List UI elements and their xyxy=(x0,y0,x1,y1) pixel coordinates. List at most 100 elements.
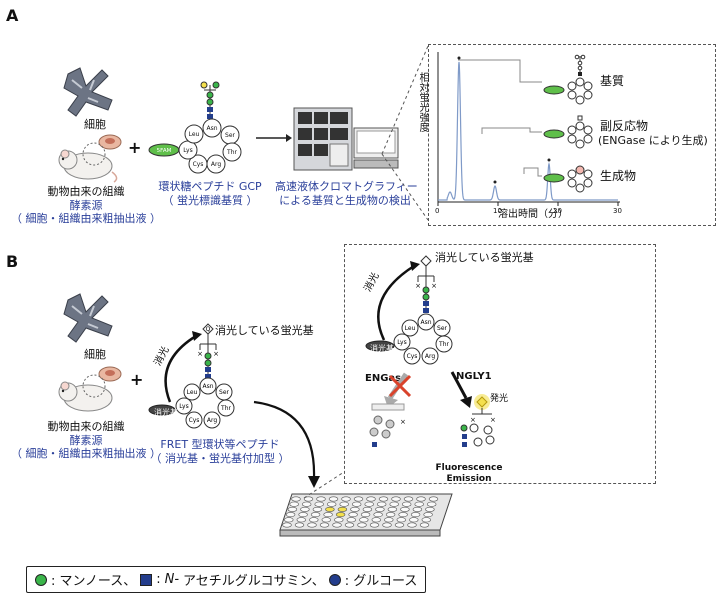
engase-product-structure: × xyxy=(369,403,406,447)
plate-well xyxy=(300,506,310,512)
hplc-line1: 高速液体クロマトグラフィー xyxy=(275,180,418,193)
svg-text:Arg: Arg xyxy=(425,353,435,360)
plate-well xyxy=(382,522,392,528)
plate-well xyxy=(285,512,296,518)
ngly1-arrow xyxy=(450,371,472,408)
hplc-line2: による基質と生成物の検出 xyxy=(279,194,411,207)
plate-well xyxy=(309,517,319,523)
fret-title: FRET 型環状等ペプチド xyxy=(160,438,280,451)
cells-label-b: 細胞 xyxy=(84,348,106,361)
svg-text:Asn: Asn xyxy=(202,383,213,390)
plate-well xyxy=(357,522,367,528)
svg-text:Lys: Lys xyxy=(179,403,188,410)
enzyme-label-a: 酵素源 xyxy=(69,199,103,212)
mouse-illustration-b xyxy=(58,366,122,412)
reaction-inset-box xyxy=(344,244,656,484)
tissue-label-b: 動物由来の組織 xyxy=(47,420,125,433)
emission-label: Emission xyxy=(446,474,492,484)
substrate-label: 基質 xyxy=(600,74,625,88)
plate-well xyxy=(375,506,385,512)
x-tick-0: 0 xyxy=(435,207,440,215)
cells-illustration-b xyxy=(63,293,113,343)
plate-well xyxy=(316,496,326,502)
plate-well xyxy=(385,512,396,518)
panel-b-letter: B xyxy=(6,252,19,271)
plate-well xyxy=(302,501,312,507)
plate-well xyxy=(409,517,419,523)
plate-well xyxy=(325,506,335,512)
byproduct-structure xyxy=(543,115,593,149)
plate-well xyxy=(296,517,306,523)
cells-label-a: 細胞 xyxy=(84,118,106,131)
y-axis-label: 相対蛍光強度 xyxy=(417,72,428,132)
fluorescence-label: Fluorescence xyxy=(435,463,503,473)
svg-text:Lys: Lys xyxy=(183,147,192,154)
svg-text:Ser: Ser xyxy=(437,325,448,332)
fam-tag-text: 5FAM xyxy=(157,148,172,154)
enzyme-sub-b: （ 細胞・組織由来粗抽出液 ） xyxy=(11,447,161,460)
hplc-instrument xyxy=(293,107,399,171)
glucose-icon xyxy=(328,573,341,586)
peak-marker xyxy=(493,180,497,184)
plate-well xyxy=(312,506,323,512)
x-tick-20: 20 xyxy=(553,207,562,215)
ngly1-product-structure: ×× xyxy=(460,394,496,447)
emit-label: 発光 xyxy=(490,394,509,404)
plate-well xyxy=(362,506,373,512)
enzyme-label-b: 酵素源 xyxy=(69,434,103,447)
legend-glcnac-italic: N- xyxy=(164,572,180,587)
svg-text:Cys: Cys xyxy=(189,417,200,424)
plate-well xyxy=(337,506,348,512)
gcp-sub: （ 蛍光標識基質 ） xyxy=(162,194,258,207)
plate-well xyxy=(394,522,405,528)
plate-well xyxy=(376,501,387,507)
quenched-fluor-label-inset: 消光している蛍光基 xyxy=(435,251,534,264)
panel-a-letter: A xyxy=(6,6,19,25)
svg-text:×: × xyxy=(197,350,203,358)
chromatogram-plot xyxy=(437,52,620,206)
legend-glcnac: アセチルグルコサミン、 xyxy=(183,574,325,589)
svg-text:Asn: Asn xyxy=(420,319,431,326)
product-label: 生成物 xyxy=(600,169,637,183)
mannose-icon xyxy=(35,573,47,586)
plate-well xyxy=(335,512,346,518)
plate-well xyxy=(359,517,369,523)
plate-well xyxy=(366,496,376,502)
svg-text:×: × xyxy=(431,282,437,290)
plate-well xyxy=(371,517,382,523)
fret-sub: （ 消光基・蛍光基付加型 ） xyxy=(150,452,290,465)
svg-text:Arg: Arg xyxy=(211,161,221,168)
quencher-tag-inset: 消光基 xyxy=(370,344,394,353)
plate-well xyxy=(314,501,324,507)
plate-well xyxy=(323,512,333,518)
svg-text:Leu: Leu xyxy=(405,325,416,332)
plate-well xyxy=(344,522,355,528)
svg-text:Lys: Lys xyxy=(397,339,406,346)
legend-box: : マンノース、 : N- アセチルグルコサミン、 : グルコース xyxy=(26,566,427,593)
byproduct-label: 副反応物 xyxy=(600,119,649,133)
tissue-label-a: 動物由来の組織 xyxy=(47,185,125,198)
ngly1-label: NGLY1 xyxy=(456,371,492,382)
plate-well xyxy=(412,506,423,512)
plate-well xyxy=(425,506,435,512)
plus-sign-b: + xyxy=(130,370,144,389)
svg-text:Thr: Thr xyxy=(438,341,449,348)
plate-well xyxy=(400,506,410,512)
legend-glcnac-prefix: : xyxy=(156,572,161,587)
svg-text:Cys: Cys xyxy=(193,161,204,168)
svg-text:Leu: Leu xyxy=(187,389,198,396)
plate-well xyxy=(346,517,357,523)
quencher-tag-b: 消光基 xyxy=(154,408,178,417)
plate-well xyxy=(328,496,339,502)
plate-well xyxy=(310,512,321,518)
plate-well xyxy=(334,517,344,523)
plate-well xyxy=(396,517,407,523)
plate-well xyxy=(341,496,351,502)
chromatogram-trace xyxy=(438,61,618,201)
svg-text:×: × xyxy=(490,416,496,424)
plate-well xyxy=(419,522,430,528)
aa-asn-a: Asn xyxy=(206,125,217,132)
plate-well xyxy=(348,512,358,518)
engase-label: ENGase xyxy=(365,373,408,384)
